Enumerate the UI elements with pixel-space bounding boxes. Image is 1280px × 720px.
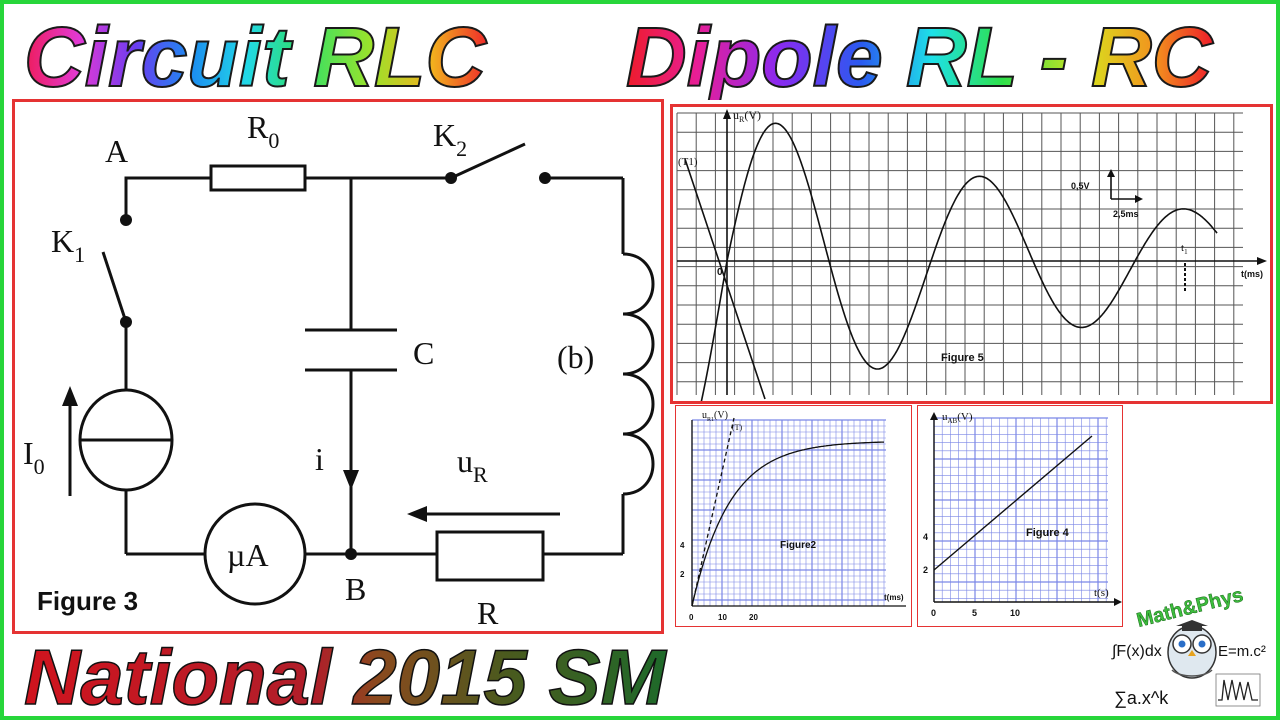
svg-text:Dipole RL - RC: Dipole RL - RC	[626, 10, 1214, 100]
owl-icon	[1167, 620, 1217, 679]
logo-integral: ∫F(x)dx	[1111, 643, 1162, 660]
figure4-caption: Figure 4	[1026, 527, 1070, 539]
r0-label: R0	[247, 109, 279, 153]
figure4-linear-curve	[933, 435, 1093, 571]
figure2-ytick-4: 4	[680, 541, 685, 550]
figure5-tangent	[684, 158, 766, 400]
figure5-tangent-label: (T1)	[678, 156, 698, 168]
svg-text:Circuit RLC: Circuit RLC	[24, 10, 487, 100]
r-label: R	[477, 595, 499, 631]
ammeter-label: µA	[227, 537, 269, 573]
title-dipole-rl-rc: Dipole RL - RC	[625, 9, 1215, 100]
capacitor-label: C	[413, 335, 434, 371]
figure5-origin: 0	[717, 267, 723, 278]
figure2-charge-curve	[691, 441, 884, 607]
current-arrow-i	[343, 470, 359, 490]
figure4-panel: uAB(V) t(s) 4 2 0 5 10 Figure 4	[917, 405, 1123, 627]
logo-sum: ∑a.x^k	[1114, 688, 1169, 708]
title-circuit-rlc: Circuit RLC	[23, 9, 488, 100]
figure2-ytick-2: 2	[680, 570, 685, 579]
figure5-t1-label: t1	[1181, 242, 1188, 256]
figure4-xtick-5: 5	[972, 608, 977, 618]
coil-label: (b)	[557, 339, 594, 375]
current-i-label: i	[315, 441, 324, 477]
figure5-xlabel: t(ms)	[1241, 269, 1263, 279]
node-a-label: A	[105, 133, 128, 169]
k1-label: K1	[51, 223, 85, 267]
figure4-ylabel: uAB(V)	[942, 411, 973, 425]
figure4-xlabel: t(s)	[1094, 587, 1109, 599]
figure5-panel: uR(V) (T1) 0 t(ms) 0,5V 2,5ms t1 Figure …	[670, 104, 1273, 404]
k2-label: K2	[433, 117, 467, 161]
switch-k2	[450, 142, 526, 180]
figure2-tangent-label: (T)	[732, 423, 743, 432]
figure2-panel: uR1(V) (T) t(ms) 4 2 0 10 20 Figure2	[675, 405, 912, 627]
figure4-ytick-4: 4	[923, 532, 928, 542]
figure5-scale-volt: 0,5V	[1071, 181, 1090, 191]
i0-label: I0	[23, 435, 45, 479]
logo-energy: E=m.c²	[1218, 643, 1266, 660]
svg-text:National 2015 SM: National 2015 SM	[24, 633, 668, 718]
switch-k1	[101, 251, 128, 323]
figure4-xtick-10: 10	[1010, 608, 1020, 618]
figure2-xtick-10: 10	[718, 613, 727, 622]
figure5-ylabel: uR(V)	[733, 108, 761, 124]
resistor-r0	[209, 164, 307, 192]
math-phys-logo: Math&Phys ∫F(x)dx E=m.c² ∑a.x^k	[1110, 590, 1274, 714]
ur-label: uR	[457, 443, 488, 487]
figure5-caption: Figure 5	[941, 352, 984, 364]
figure4-ytick-2: 2	[923, 565, 928, 575]
figure2-xtick-0: 0	[689, 613, 694, 622]
figure2-ylabel: uR1(V)	[702, 410, 728, 423]
figure2-xlabel: t(ms)	[884, 593, 904, 602]
wave-icon	[1215, 673, 1261, 707]
figure2-caption: Figure2	[780, 540, 817, 551]
figure5-oscillation-curve	[700, 122, 1218, 401]
figure4-xtick-0: 0	[931, 608, 936, 618]
title-national-2015-sm: National 2015 SM	[23, 632, 668, 718]
figure2-xtick-20: 20	[749, 613, 758, 622]
figure5-scale-time: 2,5ms	[1113, 209, 1139, 219]
coil-b	[622, 252, 655, 496]
node-b-label: B	[345, 571, 366, 607]
circuit-diagram-panel: A B R0 K1 K2 C (b) I0 µA i uR R Figure 3	[12, 99, 664, 634]
resistor-r	[435, 530, 545, 582]
figure3-caption: Figure 3	[37, 586, 138, 616]
